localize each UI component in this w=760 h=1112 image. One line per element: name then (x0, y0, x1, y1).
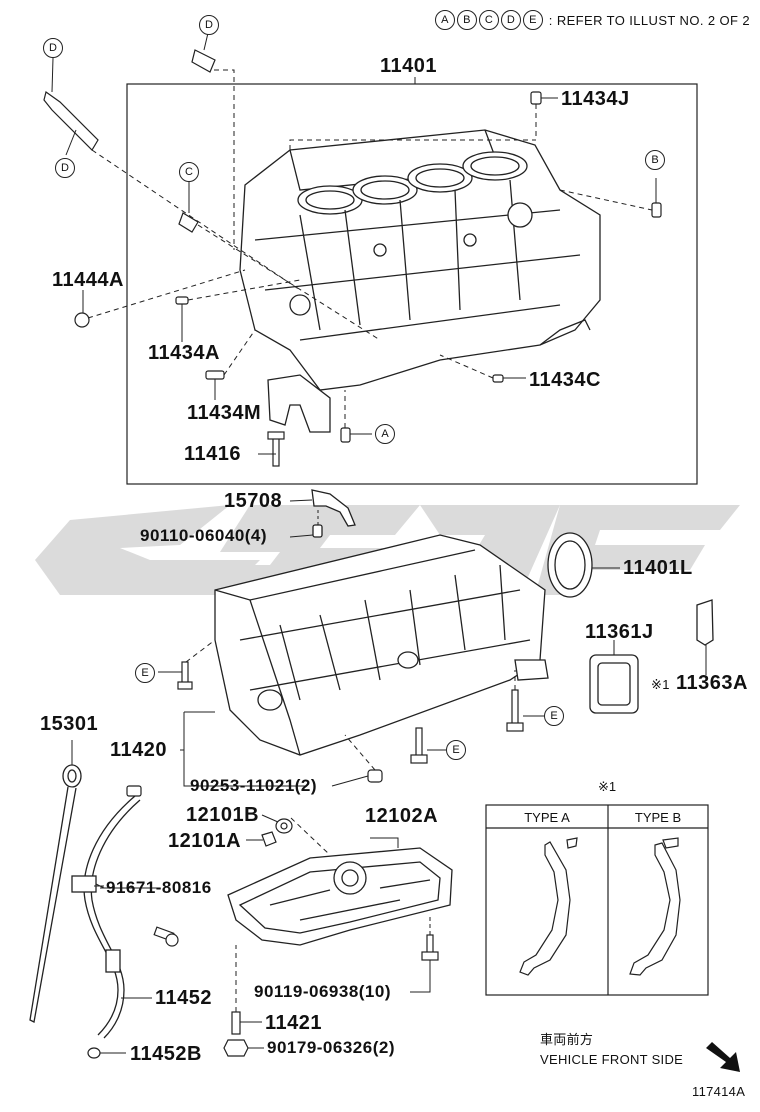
note-mark-11363a: ※1 (651, 677, 670, 692)
label-11434j: 11434J (561, 88, 630, 110)
bolt-e2 (511, 689, 519, 727)
type-b-header: TYPE B (634, 810, 682, 825)
label-12102a: 12102A (365, 805, 439, 827)
plug-12101a (261, 831, 277, 847)
stud-11421 (231, 1011, 241, 1035)
clip-11363a (696, 599, 714, 646)
label-11434a: 11434A (148, 342, 220, 364)
legend-ref-e: E (522, 10, 543, 30)
ref-b: B (645, 150, 665, 170)
label-91671-80816: 91671-80816 (106, 878, 212, 897)
legend-ref-b: B (456, 10, 477, 30)
label-90253-11021: 90253-11021(2) (190, 776, 318, 795)
label-12101b: 12101B (186, 804, 260, 826)
label-15301: 15301 (40, 713, 99, 735)
bracket-15708 (311, 489, 356, 538)
label-11401l: 11401L (623, 557, 693, 579)
legend-ref-c: C (478, 10, 499, 30)
label-11452b: 11452B (130, 1043, 202, 1065)
pin-11434j (530, 91, 542, 105)
label-15708: 15708 (224, 490, 283, 512)
clip-type-a (519, 841, 571, 976)
illustration-id: 117414A (692, 1084, 746, 1099)
ref-d-lower: D (55, 158, 75, 178)
label-90119-06938: 90119-06938(10) (254, 982, 392, 1001)
front-arrow (706, 1042, 740, 1072)
legend-ref-a: A (434, 10, 455, 30)
ref-e-3: E (446, 740, 466, 760)
label-11420: 11420 (110, 739, 168, 761)
label-11361j: 11361J (585, 621, 654, 643)
dowel-90253 (367, 769, 383, 783)
legend-ref-d: D (500, 10, 521, 30)
pin-a (340, 427, 351, 443)
ref-e-2: E (544, 706, 564, 726)
type-comparison-box (485, 804, 709, 996)
label-90179-06326: 90179-06326(2) (267, 1038, 395, 1057)
label-11416: 11416 (184, 443, 242, 465)
front-label-en: VEHICLE FRONT SIDE (540, 1052, 684, 1067)
ref-d-top: D (199, 15, 219, 35)
label-11434c: 11434C (529, 369, 601, 391)
strainer-plate-11361j (589, 654, 639, 714)
guide-tube-11452 (71, 795, 141, 1039)
sensor-d-top (191, 49, 216, 73)
cylinder-block (239, 129, 601, 391)
label-11421: 11421 (265, 1012, 323, 1034)
oil-pan-12101 (227, 847, 453, 946)
label-11452: 11452 (155, 987, 213, 1009)
label-11363a: 11363A (676, 672, 748, 694)
plug-11444a (74, 312, 90, 328)
ref-d-left: D (43, 38, 63, 58)
pin-11434c (492, 374, 504, 383)
pin-11434m (205, 370, 225, 380)
pin-11434a (175, 296, 189, 305)
front-label-jp: 車両前方 (540, 1033, 594, 1048)
oil-seal-11401l (547, 532, 593, 598)
bolt-e3 (415, 727, 423, 759)
leaders-top (51, 32, 657, 455)
dipstick-15301 (29, 764, 82, 1023)
pin-b (651, 202, 662, 218)
label-11444a: 11444A (52, 269, 124, 291)
bolt-90110 (312, 524, 323, 538)
nut-90179 (223, 1039, 249, 1057)
crankcase-11420 (214, 534, 549, 756)
oring-11452b (87, 1047, 101, 1059)
label-11434m: 11434M (187, 402, 262, 424)
type-box-mark: ※1 (598, 779, 617, 794)
ref-c: C (179, 162, 199, 182)
label-90110-06040: 90110-06040(4) (140, 526, 268, 545)
legend: A B C D E : REFER TO ILLUST NO. 2 OF 2 (434, 10, 750, 30)
type-a-header: TYPE A (524, 810, 570, 825)
label-11401: 11401 (380, 55, 438, 77)
ref-a: A (375, 424, 395, 444)
ref-e-1: E (135, 663, 155, 683)
bolt-e1 (181, 661, 189, 685)
sensor-c (178, 212, 199, 233)
dashed-leaders-top (87, 69, 653, 428)
bearing-cap (267, 374, 331, 433)
block-group-frame (126, 83, 698, 485)
label-12101a: 12101A (168, 830, 242, 852)
tube-cap (126, 785, 142, 797)
legend-text: : REFER TO ILLUST NO. 2 OF 2 (548, 12, 750, 28)
bolt-11416 (272, 435, 280, 467)
clip-type-b (629, 842, 681, 976)
